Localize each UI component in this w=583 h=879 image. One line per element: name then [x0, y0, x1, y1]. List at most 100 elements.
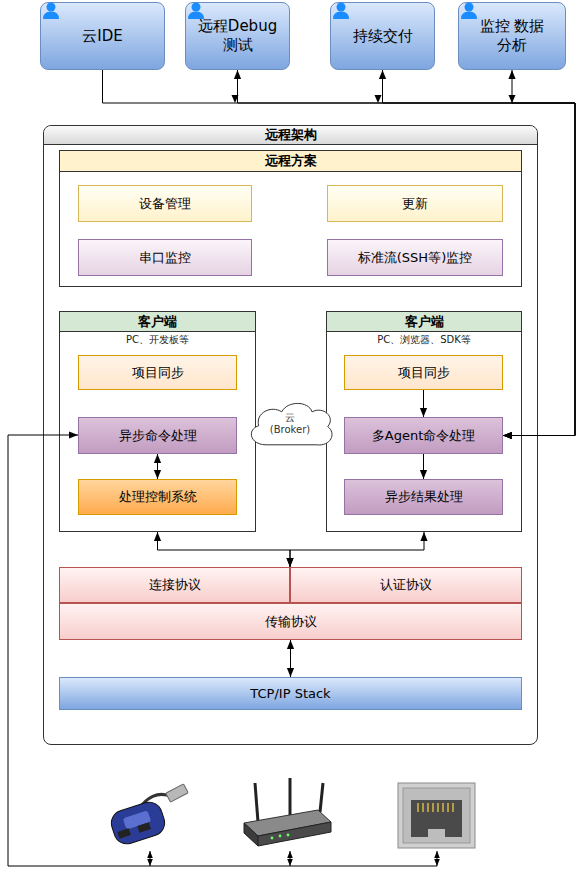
box-label: 设备管理 [139, 196, 191, 212]
process-box: 异步命令处理 [78, 417, 237, 454]
box-label: 异步命令处理 [119, 428, 197, 444]
connectors [103, 70, 576, 677]
box-label: 串口监控 [139, 250, 191, 266]
jack-latch [428, 829, 445, 837]
user-icon-head [192, 3, 201, 12]
user-icon-body [188, 12, 204, 20]
connector-arrow [503, 70, 575, 436]
container-subtitle: PC、浏览器、SDK等 [327, 334, 521, 346]
router-led [271, 837, 274, 840]
solution-container: 远程方案设备管理 更新串口监控 标准流(SSH等)监控 [59, 150, 522, 287]
device-link [150, 851, 151, 866]
box-label: 远程Debug测试 [194, 17, 281, 55]
cloud-shape [251, 403, 332, 445]
protocol-band: 传输协议 [59, 603, 522, 640]
process-box: 多Agent命令处理 [344, 417, 503, 454]
arrowhead [509, 95, 516, 103]
client-container: 客户端 PC、浏览器、SDK等项目同步多Agent命令处理异步结果处理 [326, 311, 522, 532]
router-antenna [320, 783, 323, 812]
jack-opening [411, 800, 462, 837]
connector-arrow [238, 70, 576, 436]
connector-arrow [423, 390, 424, 417]
broker-cloud: 云 (Broker) [244, 398, 336, 450]
router-led [279, 835, 282, 838]
box-label: 项目同步 [132, 365, 184, 381]
device-link [437, 851, 438, 866]
usb-body [108, 799, 168, 847]
connector-arrow [290, 640, 291, 677]
router-side [244, 823, 258, 846]
router-top [244, 810, 331, 836]
device-bus-wire [8, 435, 437, 866]
usb-adapter-illustration [108, 784, 188, 847]
rj45-jack-illustration [398, 783, 475, 848]
bus-arrowheads [232, 95, 516, 103]
actor-box: 持续交付 [330, 2, 435, 70]
box-label: 处理控制系统 [119, 489, 197, 505]
container-header: 客户端 [60, 312, 255, 332]
actor-box: 远程Debug测试 [185, 2, 290, 70]
user-icon-head [337, 3, 346, 12]
process-box: 项目同步 [78, 355, 237, 390]
client-container: 客户端 PC、开发板等项目同步异步命令处理处理控制系统 [59, 311, 256, 532]
arrowhead [375, 95, 382, 103]
router-antenna [255, 783, 258, 822]
connector-arrow [423, 454, 424, 479]
usb-plug [166, 784, 188, 802]
arrowhead [232, 95, 239, 103]
protocol-band: 认证协议 [290, 567, 522, 603]
box-label: 监控 数据分析 [473, 17, 551, 55]
architecture-container: 远程架构远程方案设备管理 更新串口监控 标准流(SSH等)监控客户端 PC、开发板等项… [43, 125, 538, 745]
connector-arrow [158, 532, 291, 567]
user-icons [43, 3, 477, 20]
device-wires [8, 435, 437, 866]
usb-port [137, 822, 151, 832]
box-label: 项目同步 [398, 365, 450, 381]
router-illustration [244, 778, 331, 846]
router-led [287, 834, 290, 837]
usb-top [123, 810, 151, 829]
feature-box: 更新 [327, 185, 503, 222]
feature-box: 串口监控 [78, 239, 252, 276]
connector-arrow [157, 454, 158, 479]
connector-arrow [103, 70, 576, 436]
user-icon-body [333, 12, 349, 20]
process-box: 项目同步 [344, 355, 503, 390]
usb-port [117, 828, 131, 838]
box-label: TCP/IP Stack [250, 686, 330, 702]
user-icon-body [43, 12, 59, 20]
container-header: 远程方案 [60, 151, 521, 172]
box-label: 云IDE [82, 27, 122, 46]
actor-box: 云IDE [40, 2, 165, 70]
container-header: 远程架构 [44, 126, 537, 145]
feature-box: 标准流(SSH等)监控 [327, 239, 503, 276]
jack-pins [418, 803, 453, 812]
box-label: 更新 [402, 196, 428, 212]
container-subtitle: PC、开发板等 [60, 334, 255, 346]
box-label: 异步结果处理 [385, 489, 463, 505]
box-label: 传输协议 [265, 614, 317, 630]
box-label: 多Agent命令处理 [372, 428, 475, 444]
feature-box: 设备管理 [78, 185, 252, 222]
process-box: 处理控制系统 [78, 479, 237, 515]
router-front [258, 822, 331, 846]
box-label: 认证协议 [380, 577, 432, 593]
cloud-label: 云 (Broker) [267, 412, 313, 436]
box-label: 标准流(SSH等)监控 [358, 250, 472, 266]
usb-cable [138, 794, 172, 810]
device-link [290, 851, 291, 866]
connector-arrow [383, 70, 576, 436]
box-label: 连接协议 [149, 577, 201, 593]
container-header: 客户端 [327, 312, 521, 332]
user-icon-head [465, 3, 474, 12]
protocol-band: 连接协议 [59, 567, 290, 603]
jack-face [403, 788, 470, 843]
process-box: 异步结果处理 [344, 479, 503, 515]
jack-shell [398, 783, 475, 848]
box-label: 持续交付 [353, 27, 413, 46]
connector-arrow [290, 532, 424, 567]
user-icon-head [47, 3, 56, 12]
user-icon-body [461, 12, 477, 20]
router-antenna [289, 778, 292, 816]
